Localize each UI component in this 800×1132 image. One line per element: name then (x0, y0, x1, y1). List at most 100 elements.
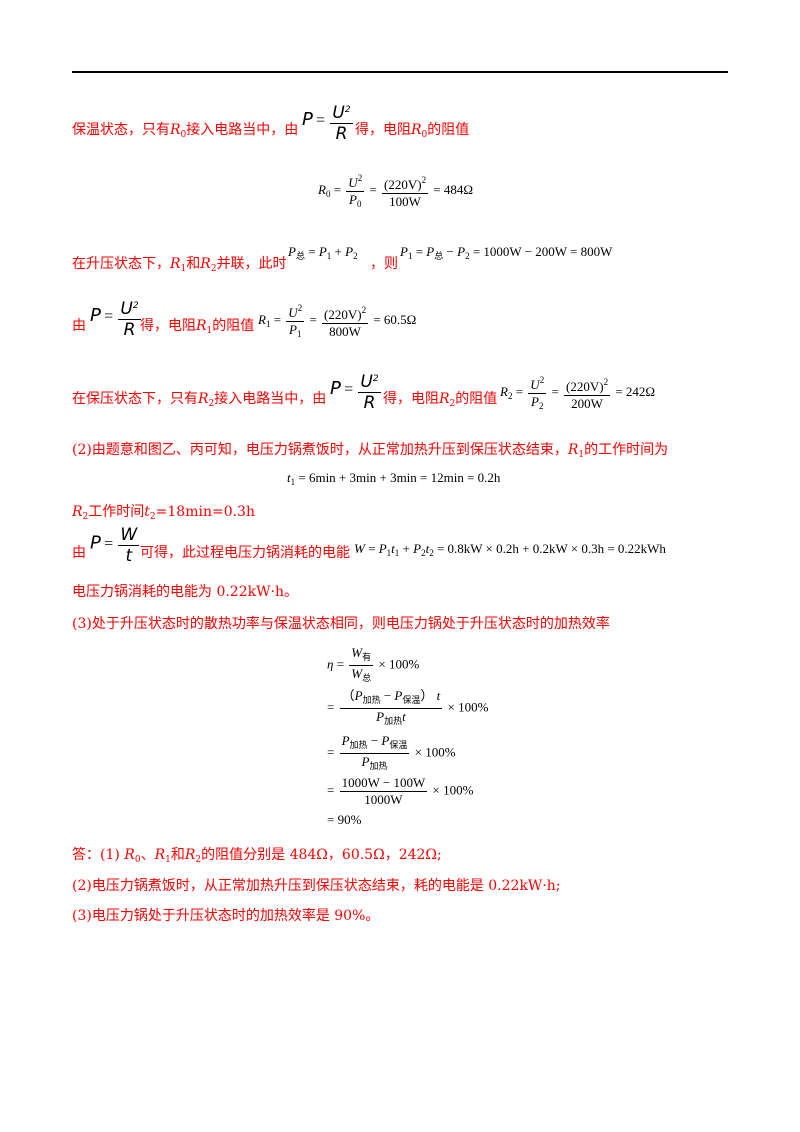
answer-1: 答：(1) R0、R1和R2的阻值分别是 484Ω，60.5Ω，242Ω; (72, 847, 442, 865)
subscript: 有 (362, 652, 372, 662)
text-segment: 得，电阻 (140, 318, 196, 334)
text-segment: 在保压状态下，只有 (72, 391, 198, 407)
formula-p-total: P总 = P1 + P2 (288, 244, 358, 261)
text-segment: 工作时间 (88, 504, 145, 520)
value: (220V) (324, 307, 362, 322)
text-segment: 得，电阻 (383, 391, 439, 407)
text-segment: 由 (72, 318, 86, 334)
value: = 6min + 3min + 3min = 12min = 0.2h (298, 470, 501, 485)
text-segment: 电压力锅消耗的电能为 0.22kW·h。 (72, 584, 298, 600)
text-segment: ，则 (370, 256, 398, 272)
value: × 100% (447, 699, 489, 715)
text-segment: 和 (170, 847, 185, 863)
text-segment: 在升压状态下， (72, 256, 170, 272)
text-segment: 的工作时间为 (584, 442, 669, 458)
subscript: 1 (206, 326, 213, 336)
value: = 90% (327, 812, 362, 827)
text-segment: 的阻值 (212, 318, 255, 334)
subscript: 0 (180, 130, 187, 140)
result: = 60.5Ω (373, 311, 417, 327)
var-r0: R (411, 122, 422, 138)
text-line-4b: 得，电阻R1的阻值 (140, 316, 254, 341)
text-line-8: R2工作时间t2=18min=0.3h (72, 502, 255, 527)
value: = 0.8kW × 0.2h + 0.2kW × 0.3h = 0.22kWh (436, 541, 666, 556)
answer-3: (3)电压力锅处于升压状态时的加热效率是 90%。 (72, 906, 379, 926)
value: (220V) (566, 379, 604, 394)
subscript: 加热 (349, 740, 368, 750)
text-line-1b: 得，电阻R0的阻值 (355, 120, 469, 145)
var-r2: R (198, 391, 209, 407)
text-line-10: 电压力锅消耗的电能为 0.22kW·h。 (72, 582, 298, 602)
formula-p1: P1 = P总 − P2 = 1000W − 200W = 800W (400, 244, 613, 261)
subscript: 2 (82, 512, 89, 522)
text-segment: 的阻值 (455, 391, 498, 407)
value: × 100% (414, 744, 456, 760)
subscript: 0 (421, 130, 428, 140)
text-line-11: (3)处于升压状态时的散热功率与保温状态相同，则电压力锅处于升压状态时的加热效率 (72, 614, 610, 634)
value: 800W (329, 324, 361, 339)
text-segment: (2)由题意和图乙、丙可知，电压力锅煮饭时，从正常加热升压到保压状态结束， (72, 442, 568, 458)
var-r1: R (170, 256, 181, 272)
var-r1: R (567, 442, 579, 458)
value: 1000W (364, 792, 403, 807)
subscript: 保温 (402, 695, 421, 705)
text-segment: (3)处于升压状态时的散热功率与保温状态相同，则电压力锅处于升压状态时的加热效率 (72, 616, 610, 632)
subscript: 2 (149, 512, 156, 522)
subscript: 加热 (369, 761, 388, 771)
var-r1: R (196, 318, 207, 334)
value: × 100% (432, 782, 474, 798)
var-t2: t (144, 504, 150, 520)
value: 100W (389, 194, 421, 209)
text-segment: 答：(1) (72, 847, 120, 863)
subscript: 总 (362, 673, 372, 683)
formula-energy: W = P1t1 + P2t2 = 0.8kW × 0.2h + 0.2kW ×… (354, 541, 666, 558)
subscript: 加热 (384, 716, 403, 726)
var-p: P (302, 108, 313, 130)
text-segment: 的阻值分别是 484Ω，60.5Ω，242Ω; (201, 847, 442, 863)
value: 1000W − 100W (339, 775, 428, 792)
subscript: 1 (180, 264, 187, 274)
text-segment: 并联，此时 (216, 256, 287, 272)
text-line-6: (2)由题意和图乙、丙可知，电压力锅煮饭时，从正常加热升压到保压状态结束，R1的… (72, 440, 668, 465)
text-segment: 和 (186, 256, 201, 272)
subscript: 2 (210, 264, 217, 274)
text-segment: 接入电路当中，由 (214, 391, 327, 407)
subscript: 1 (578, 450, 585, 460)
text-segment: 由 (72, 545, 86, 561)
text-segment: 可得，此过程电压力锅消耗的电能 (140, 545, 350, 561)
var-r: R (335, 124, 348, 144)
text-line-9b: 可得，此过程电压力锅消耗的电能 (140, 543, 350, 563)
subscript: 保温 (389, 740, 408, 750)
text-segment: 得，电阻 (355, 122, 411, 138)
answer-2: (2)电压力锅煮饭时，从正常加热升压到保压状态结束，耗的电能是 0.22kW·h… (72, 876, 561, 896)
subscript: 2 (208, 399, 215, 409)
var-r0: R (170, 122, 181, 138)
subscript: 加热 (362, 695, 381, 705)
value: 200W (571, 396, 603, 411)
text-segment: (3)电压力锅处于升压状态时的加热效率是 90%。 (72, 908, 380, 924)
text-line-1: 保温状态，只有R0接入电路当中，由 (72, 120, 298, 145)
text-segment: 的阻值 (427, 122, 470, 138)
var-r2: R (200, 256, 211, 272)
